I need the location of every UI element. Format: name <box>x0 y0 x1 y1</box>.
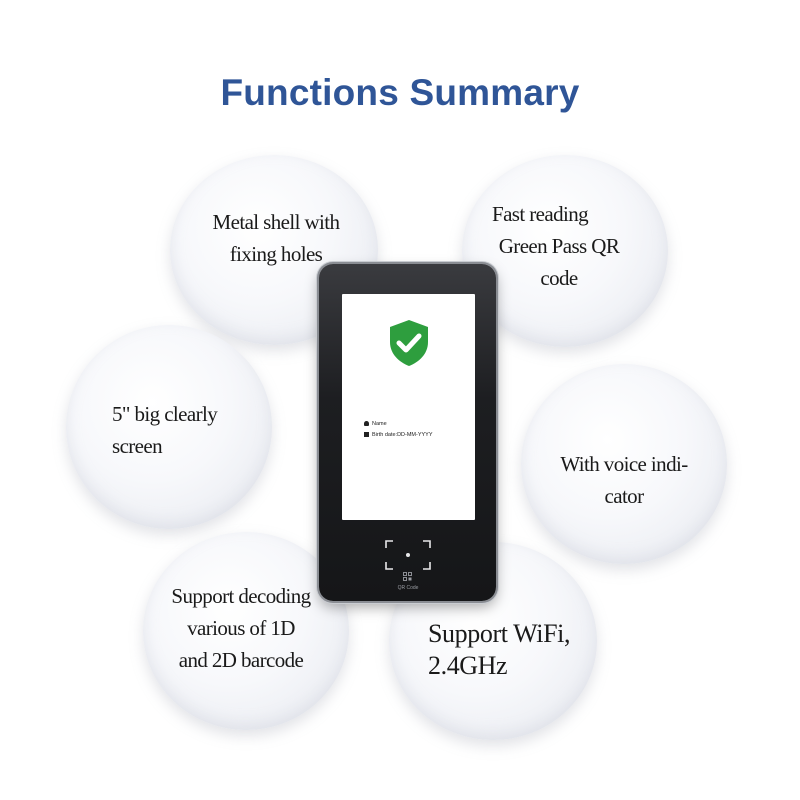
name-row: Name <box>364 421 387 427</box>
feature-line: 2.4GHz <box>428 651 508 680</box>
feature-line: Green Pass QR <box>498 234 620 258</box>
feature-line: Support decoding <box>171 584 311 608</box>
name-label: Name <box>372 421 387 427</box>
birth-label: Birth date:DD-MM-YYYY <box>372 432 433 438</box>
birth-row: Birth date:DD-MM-YYYY <box>364 432 433 438</box>
feature-line: Fast reading <box>492 202 589 226</box>
feature-label-voice: With voice indi- cator <box>534 448 714 512</box>
feature-label-green-pass: Fast reading Green Pass QR code <box>464 198 654 294</box>
feature-line: and 2D barcode <box>178 648 304 672</box>
feature-bubble-screen <box>66 325 272 529</box>
feature-label-screen: 5" big clearly screen <box>112 398 262 462</box>
feature-line: fixing holes <box>229 242 323 266</box>
qr-code-label: QR Code <box>397 585 419 591</box>
feature-line: 5" big clearly <box>112 402 218 426</box>
feature-line: With voice indi- <box>560 452 688 476</box>
feature-line: screen <box>112 434 163 458</box>
shield-check-icon <box>390 320 428 366</box>
feature-bubble-voice <box>521 364 727 564</box>
feature-line: cator <box>604 484 645 508</box>
calendar-icon <box>364 432 369 438</box>
feature-bubble-green-pass <box>462 155 668 347</box>
page-title: Functions Summary <box>220 72 580 113</box>
scanner-device: Name Birth date:DD-MM-YYYY QR Code <box>319 264 496 601</box>
qr-code-icon <box>403 572 412 581</box>
feature-label-barcode: Support decoding various of 1D and 2D ba… <box>148 580 334 676</box>
feature-line: Support WiFi, <box>428 619 571 648</box>
device-screen: Name Birth date:DD-MM-YYYY <box>342 294 475 520</box>
feature-line: code <box>540 266 578 290</box>
feature-label-wifi: Support WiFi, 2.4GHz <box>428 618 598 682</box>
person-icon <box>364 421 369 427</box>
scan-window-icon <box>385 540 431 570</box>
feature-bubble-barcode <box>143 532 349 730</box>
feature-line: various of 1D <box>187 616 295 640</box>
feature-label-metal-shell: Metal shell with fixing holes <box>178 206 374 270</box>
feature-line: Metal shell with <box>212 210 340 234</box>
